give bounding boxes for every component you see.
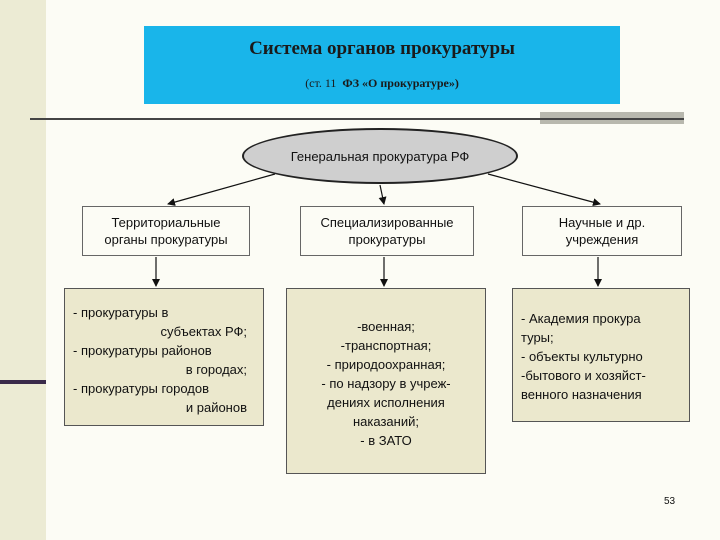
header-line: органы прокуратуры bbox=[104, 232, 228, 247]
list-item: туры; bbox=[521, 330, 554, 345]
list-item: субъектах РФ; bbox=[160, 324, 247, 339]
root-node: Генеральная прокуратура РФ bbox=[242, 128, 518, 184]
list-item: - прокуратуры районов bbox=[73, 343, 212, 358]
page-number: 53 bbox=[664, 496, 676, 507]
divider-line bbox=[30, 118, 684, 120]
list-item: - в ЗАТО bbox=[360, 433, 412, 448]
header-line: Территориальные bbox=[111, 215, 221, 230]
title-banner bbox=[144, 26, 620, 104]
branch-list-institutions: - Академия прокура туры; - объекты культ… bbox=[512, 288, 690, 422]
list-item: - объекты культурно bbox=[521, 349, 643, 364]
slide-title: Система органов прокуратуры bbox=[249, 38, 515, 59]
list-item: дениях исполнения bbox=[327, 395, 445, 410]
list-item: -транспортная; bbox=[340, 338, 432, 353]
list-item: - природоохранная; bbox=[326, 357, 446, 372]
branch-header-territorial: Территориальные органы прокуратуры bbox=[82, 206, 250, 256]
list-item: наказаний; bbox=[353, 414, 419, 429]
left-decor-band bbox=[0, 0, 46, 540]
list-item: -военная; bbox=[357, 319, 415, 334]
root-label: Генеральная прокуратура РФ bbox=[290, 148, 470, 164]
subtitle-law: ФЗ «О прокуратуре») bbox=[342, 76, 459, 90]
slide-subtitle: (ст. 11 ФЗ «О прокуратуре») bbox=[144, 76, 620, 91]
header-line: учреждения bbox=[565, 232, 639, 247]
header-line: Специализированные bbox=[320, 215, 454, 230]
header-line: Научные и др. bbox=[558, 215, 646, 230]
list-item: в городах; bbox=[185, 362, 247, 377]
list-item: - по надзору в учреж- bbox=[321, 376, 451, 391]
branch-list-territorial: - прокуратуры в субъектах РФ; - прокурат… bbox=[64, 288, 264, 426]
branch-list-specialized: -военная; -транспортная; - природоохранн… bbox=[286, 288, 486, 474]
subtitle-prefix: (ст. 11 bbox=[305, 76, 337, 90]
list-item: венного назначения bbox=[521, 387, 642, 402]
list-item: - прокуратуры городов bbox=[73, 381, 210, 396]
left-decor-bar bbox=[0, 380, 46, 384]
branch-header-institutions: Научные и др. учреждения bbox=[522, 206, 682, 256]
branch-header-specialized: Специализированные прокуратуры bbox=[300, 206, 474, 256]
arrow-root-center bbox=[378, 184, 387, 205]
arrow-root-right bbox=[487, 173, 601, 207]
arrow-root-left bbox=[167, 173, 276, 206]
list-item: и районов bbox=[185, 400, 247, 415]
list-item: - прокуратуры в bbox=[73, 305, 169, 320]
list-item: -бытового и хозяйст- bbox=[521, 368, 646, 383]
list-item: - Академия прокура bbox=[521, 311, 641, 326]
header-line: прокуратуры bbox=[348, 232, 426, 247]
